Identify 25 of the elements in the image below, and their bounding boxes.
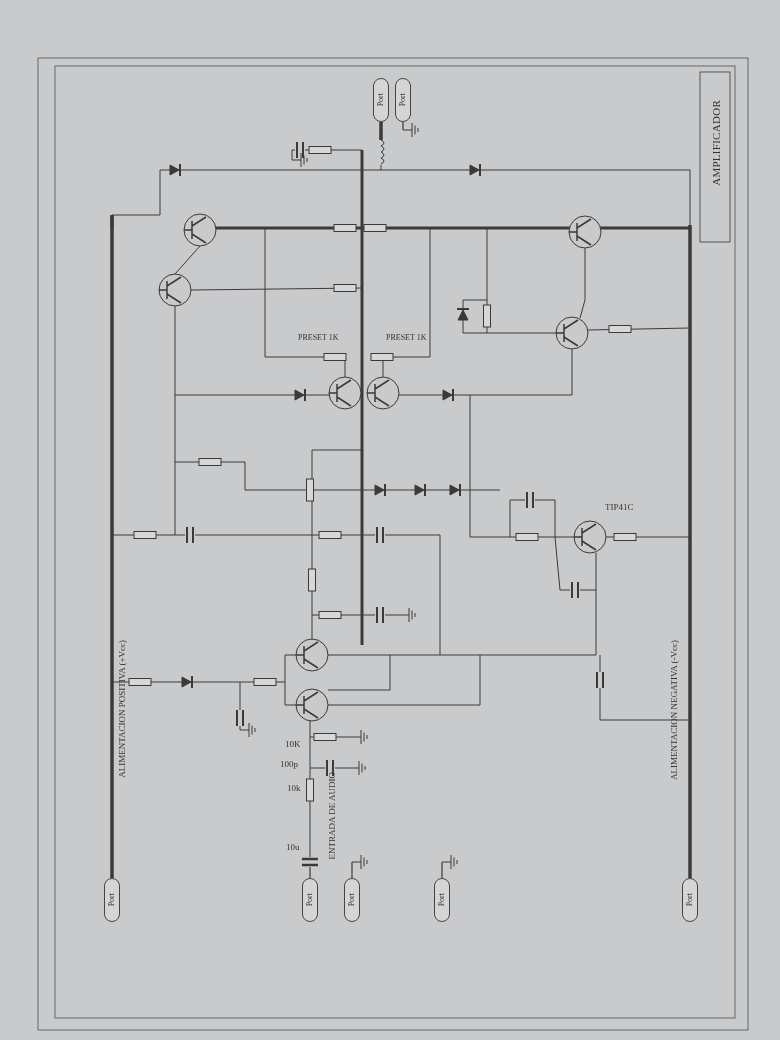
component-label: 10k [287, 784, 301, 793]
rail-label: ALIMENTACION POSITIVA (+Vcc) [118, 640, 127, 778]
wire [351, 861, 353, 879]
port-connector: Port [344, 878, 360, 922]
port-connector: Port [682, 878, 698, 922]
port-connector: Port [302, 878, 318, 922]
port-connector: Port [373, 78, 389, 122]
supply-rail [379, 122, 383, 140]
wire [441, 861, 443, 879]
component-label: 100p [280, 760, 298, 769]
port-connector: Port [395, 78, 411, 122]
component-label: PRESET 1K [298, 334, 339, 342]
wire [309, 867, 311, 879]
supply-rail [110, 215, 114, 878]
drawing-title: AMPLIFICADOR [709, 100, 723, 186]
supply-rail [688, 225, 692, 878]
rail-label: ALIMENTACION NEGATIVA (-Vcc) [670, 640, 679, 781]
port-connector: Port [104, 878, 120, 922]
port-connector: Port [434, 878, 450, 922]
component-label: 10K [285, 740, 301, 749]
component-label: 10u [286, 843, 300, 852]
wire [402, 121, 404, 131]
component-label: TIP41C [605, 503, 634, 512]
component-label: PRESET 1K [386, 334, 427, 342]
rail-label: ENTRADA DE AUDIO [328, 772, 337, 860]
